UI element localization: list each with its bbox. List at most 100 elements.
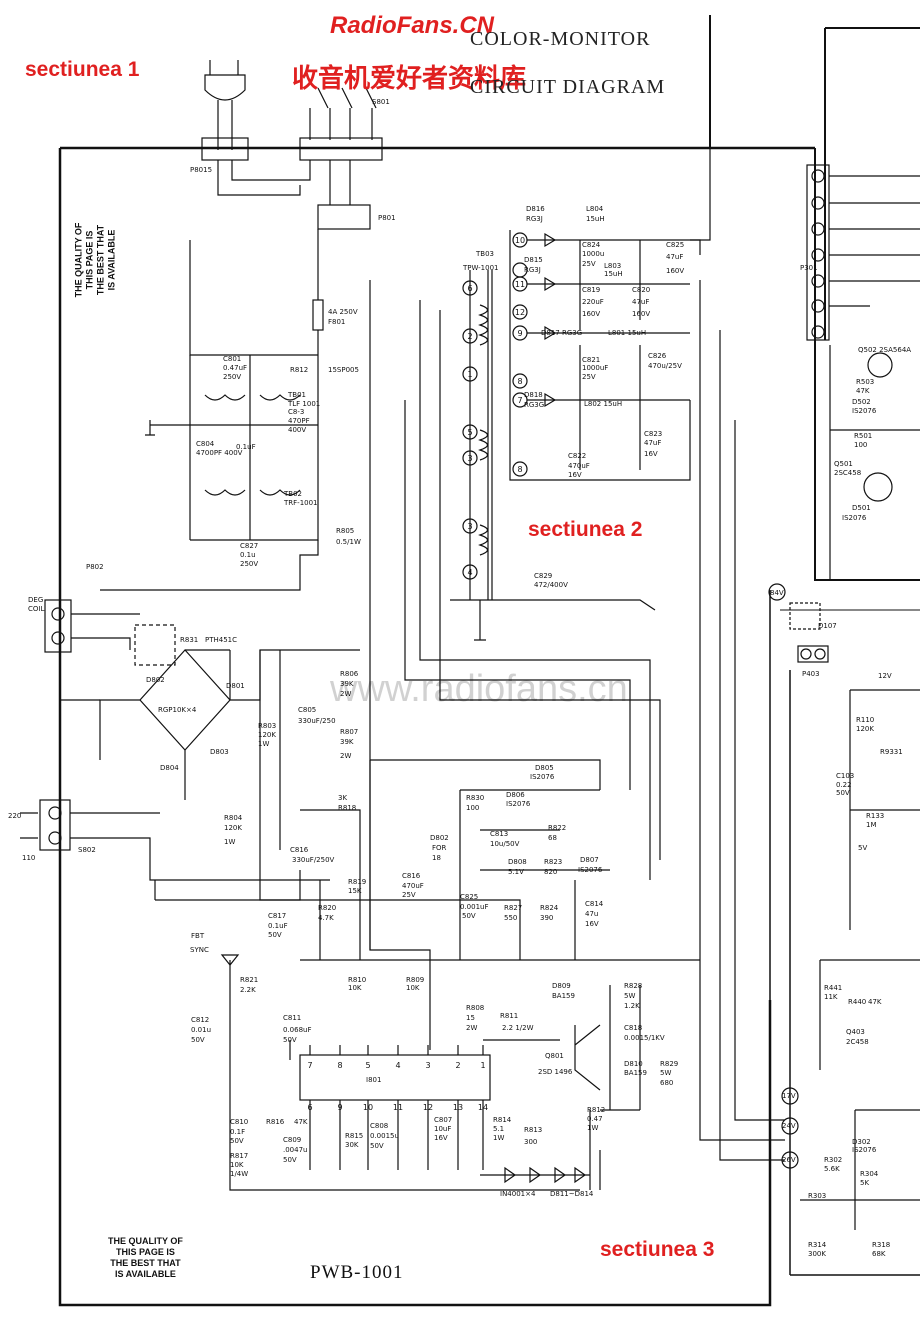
component-label-r806v: 39K bbox=[340, 680, 354, 688]
component-label-sync: SYNC bbox=[190, 946, 209, 954]
component-label-r811v: 2.2 1/2W bbox=[502, 1024, 534, 1032]
component-label-c808: C808 bbox=[370, 1122, 388, 1130]
component-label-r318: R318 bbox=[872, 1241, 890, 1249]
component-label-c811r: 50V bbox=[283, 1036, 297, 1044]
component-label-c820r: 160V bbox=[632, 310, 650, 318]
component-label-c817r: 50V bbox=[268, 931, 282, 939]
component-label-c819: C819 bbox=[582, 286, 600, 294]
component-label-r803: R803 bbox=[258, 722, 276, 730]
component-label-tb02: TB02 bbox=[283, 490, 302, 498]
component-label-c810v: 0.1F bbox=[230, 1128, 245, 1136]
component-label-p802: P802 bbox=[86, 563, 104, 571]
component-label-l801: L801 15uH bbox=[608, 329, 646, 337]
component-label-r817r: 1/4W bbox=[230, 1170, 248, 1178]
component-label-r501v: 100 bbox=[854, 441, 867, 449]
svg-text:10: 10 bbox=[363, 1103, 373, 1112]
component-label-r817: R817 bbox=[230, 1152, 248, 1160]
component-label-c814v: 47u bbox=[585, 910, 598, 918]
component-label-c829v: 472/400V bbox=[534, 581, 568, 589]
component-label-c825v: 0.001uF bbox=[460, 903, 489, 911]
component-label-trf: TRF-1001 bbox=[283, 499, 318, 507]
component-label-c818v: 0.0015/1KV bbox=[624, 1034, 665, 1042]
component-label-d815: D815 bbox=[524, 256, 543, 264]
component-label-in4001: IN4001×4 bbox=[500, 1190, 536, 1198]
component-label-c826v: 470u/25V bbox=[648, 362, 682, 370]
component-label-r304: R304 bbox=[860, 1170, 879, 1178]
svg-text:13: 13 bbox=[453, 1103, 463, 1112]
component-label-d816: D816 bbox=[526, 205, 545, 213]
component-label-d802b: D802 bbox=[430, 834, 449, 842]
svg-text:11: 11 bbox=[515, 280, 525, 289]
component-label-r810v: 10K bbox=[348, 984, 362, 992]
component-label-c807r: 16V bbox=[434, 1134, 448, 1142]
component-label-r814v: 5.1 bbox=[493, 1125, 504, 1133]
svg-text:8: 8 bbox=[517, 377, 522, 386]
component-label-r821: R821 bbox=[240, 976, 258, 984]
component-label-r318v: 68K bbox=[872, 1250, 886, 1258]
component-label-l804v: 15uH bbox=[586, 215, 605, 223]
svg-text:8: 8 bbox=[517, 465, 522, 474]
component-label-c825b: C825 bbox=[666, 241, 684, 249]
component-label-c812v: 0.01u bbox=[191, 1026, 211, 1034]
component-label-c816: C816 bbox=[402, 872, 421, 880]
quality-notice-bottom: THE QUALITY OF THIS PAGE IS THE BEST THA… bbox=[108, 1236, 183, 1280]
component-label-c821r: 25V bbox=[582, 373, 596, 381]
component-label-c816av: 330uF/250V bbox=[292, 856, 335, 864]
component-label-c827v: 0.1u bbox=[240, 551, 256, 559]
component-label-r805v: 0.5/1W bbox=[336, 538, 361, 546]
component-label-c803r: 400V bbox=[288, 426, 306, 434]
component-label-d804: D804 bbox=[160, 764, 179, 772]
component-label-c825bv: 47uF bbox=[666, 253, 683, 261]
component-label-f801: 4A 250V bbox=[328, 308, 358, 316]
component-label-r827: R827 bbox=[504, 904, 522, 912]
component-label-d809: D809 bbox=[552, 982, 571, 990]
component-label-r813v: 300 bbox=[524, 1138, 537, 1146]
svg-text:1: 1 bbox=[480, 1061, 485, 1070]
svg-text:4: 4 bbox=[395, 1061, 400, 1070]
svg-text:6: 6 bbox=[307, 1103, 312, 1112]
component-label-c821: C821 bbox=[582, 356, 600, 364]
svg-text:10: 10 bbox=[515, 236, 525, 245]
component-label-r814: R814 bbox=[493, 1116, 512, 1124]
component-label-d501v: IS2076 bbox=[842, 514, 867, 522]
component-label-c103: C103 bbox=[836, 772, 854, 780]
component-label-coil: COIL bbox=[28, 605, 44, 613]
component-label-p8015: P8015 bbox=[190, 166, 212, 174]
component-label-r814r: 1W bbox=[493, 1134, 504, 1142]
component-label-c819v: 220uF bbox=[582, 298, 604, 306]
component-label-r807: R807 bbox=[340, 728, 358, 736]
component-label-r823: R823 bbox=[544, 858, 562, 866]
component-label-d808v: 5.1V bbox=[508, 868, 524, 876]
component-label-r812bv: 0.47 bbox=[587, 1115, 603, 1123]
component-label-c807: C807 bbox=[434, 1116, 452, 1124]
component-label-rgp: RGP10K×4 bbox=[158, 706, 197, 714]
quality-side-line-4: IS AVAILABLE bbox=[106, 229, 117, 291]
component-label-fbt: FBT bbox=[191, 932, 205, 940]
svg-text:1: 1 bbox=[467, 370, 472, 379]
component-label-r806r: 2W bbox=[340, 690, 351, 698]
quality-notice-side: THE QUALITY OF THIS PAGE IS THE BEST THA… bbox=[73, 223, 117, 298]
component-label-r828: R828 bbox=[624, 982, 642, 990]
component-label-c0-1: 0.1uF bbox=[236, 443, 256, 451]
component-label-pth: PTH451C bbox=[205, 636, 237, 644]
component-label-r303: R303 bbox=[808, 1192, 826, 1200]
quality-bottom-line-1: THE QUALITY OF bbox=[108, 1236, 183, 1246]
component-label-110: 110 bbox=[22, 854, 35, 862]
section-label-3: sectiunea 3 bbox=[600, 1238, 715, 1261]
component-label-d808: D808 bbox=[508, 858, 527, 866]
component-label-p801: P801 bbox=[378, 214, 396, 222]
svg-text:3: 3 bbox=[467, 522, 472, 531]
component-label-c804v: 4700PF 400V bbox=[196, 449, 243, 457]
component-label-c825: C825 bbox=[460, 893, 478, 901]
component-label-c809v: .0047u bbox=[283, 1146, 307, 1154]
component-label-r812b: R812 bbox=[587, 1106, 605, 1114]
component-label-r812: R812 bbox=[290, 366, 308, 374]
component-label-r304v: 5K bbox=[860, 1179, 869, 1187]
component-label-c801v: 0.47uF bbox=[223, 364, 247, 372]
component-label-c827: C827 bbox=[240, 542, 258, 550]
component-label-c829: C829 bbox=[534, 572, 552, 580]
component-label-d805v: IS2076 bbox=[530, 773, 555, 781]
svg-text:2: 2 bbox=[455, 1061, 460, 1070]
chinese-title: 收音机爱好者资料库 bbox=[292, 63, 527, 93]
component-label-l802: L802 15uH bbox=[584, 400, 622, 408]
